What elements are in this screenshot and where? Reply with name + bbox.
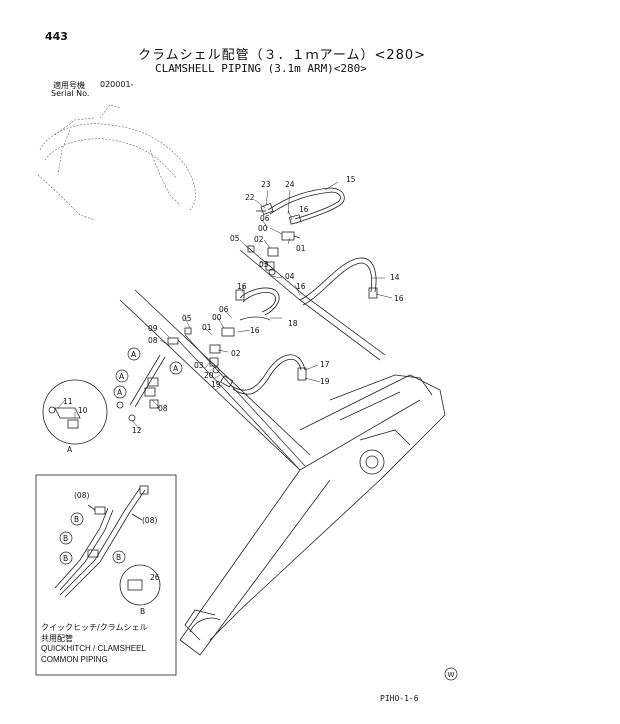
page-code: PIHO-1-6 <box>380 694 419 703</box>
callout-11: 11 <box>63 397 73 406</box>
callout-04: 04 <box>285 272 295 281</box>
inset-callout-08b: (08) <box>142 516 157 525</box>
callout-02a: 02 <box>254 235 264 244</box>
section-label-a2: A <box>173 364 179 373</box>
section-label-a1: A <box>131 350 137 359</box>
callout-05b: 05 <box>182 314 192 323</box>
callout-01a: 01 <box>296 244 306 253</box>
view-label-a: A <box>67 445 73 454</box>
serial-value: 020001- <box>100 80 134 89</box>
footer-marker: W <box>448 671 455 679</box>
excavator-silhouette <box>37 104 196 221</box>
serial-label-english: Serial No. <box>51 89 90 98</box>
section-label-a4: A <box>117 388 123 397</box>
callout-02b: 02 <box>231 349 241 358</box>
callout-08b: 08 <box>158 404 168 413</box>
inset-callout-08a: (08) <box>74 491 89 500</box>
inset-note-en-line1: QUICKHITCH / CLAMSHEEL <box>41 644 146 653</box>
callout-06a: 06 <box>260 214 270 223</box>
callout-00a: 00 <box>258 224 268 233</box>
callout-01b: 01 <box>202 323 212 332</box>
page-title-english: CLAMSHELL PIPING (3.1m ARM)<280> <box>155 62 367 75</box>
inset-frame <box>35 474 177 676</box>
callout-00b: 00 <box>212 313 222 322</box>
arm-body <box>119 289 446 656</box>
callout-06b: 06 <box>219 305 229 314</box>
callout-18: 18 <box>288 319 298 328</box>
marker-circle <box>444 667 458 681</box>
hose-15 <box>260 187 345 225</box>
callout-16b: 16 <box>296 282 306 291</box>
callout-17: 17 <box>320 360 330 369</box>
callout-05a: 05 <box>230 234 240 243</box>
view-label-b: B <box>140 607 145 616</box>
callout-24: 24 <box>285 180 295 189</box>
callout-19a: 19 <box>211 380 221 389</box>
callout-09: 09 <box>148 324 158 333</box>
section-label-b3: B <box>63 554 68 563</box>
section-label-a3: A <box>119 372 125 381</box>
inset-note-en-line2: COMMON PIPING <box>41 655 108 664</box>
callout-03a: 03 <box>259 260 269 269</box>
callout-10: 10 <box>78 406 88 415</box>
callout-16e: 16 <box>250 326 260 335</box>
upper-fittings <box>247 210 301 276</box>
view-a-detail <box>42 379 108 445</box>
page-number: 443 <box>45 30 68 43</box>
hose-18 <box>235 287 280 321</box>
inset-note-jp-line1: クイックヒッチ/クラムシェル <box>41 623 148 632</box>
inset-callout-26: 26 <box>150 573 160 582</box>
callout-22: 22 <box>245 193 255 202</box>
inset-drawing <box>54 485 161 606</box>
serial-label-japanese: 適用号機 <box>53 81 85 90</box>
callout-19b: 19 <box>320 377 330 386</box>
callout-15: 15 <box>346 175 356 184</box>
section-label-b4: B <box>116 553 121 562</box>
callout-12: 12 <box>132 426 142 435</box>
callout-16a: 16 <box>299 205 309 214</box>
left-pipes <box>116 354 166 422</box>
callout-23: 23 <box>261 180 271 189</box>
section-label-b2: B <box>63 534 68 543</box>
callout-03b: 03 <box>194 361 204 370</box>
callout-08a: 08 <box>148 336 158 345</box>
callout-14: 14 <box>390 273 400 282</box>
inset-note-jp-line2: 共用配管 <box>41 634 73 643</box>
callout-16c: 16 <box>394 294 404 303</box>
callout-16d: 16 <box>237 282 247 291</box>
leader-lines <box>57 181 393 431</box>
callout-20: 20 <box>204 371 214 380</box>
hose-14 <box>299 257 378 306</box>
section-label-b1: B <box>74 515 79 524</box>
page-title-japanese: クラムシェル配管（３．１ｍアーム）<280> <box>138 48 427 63</box>
